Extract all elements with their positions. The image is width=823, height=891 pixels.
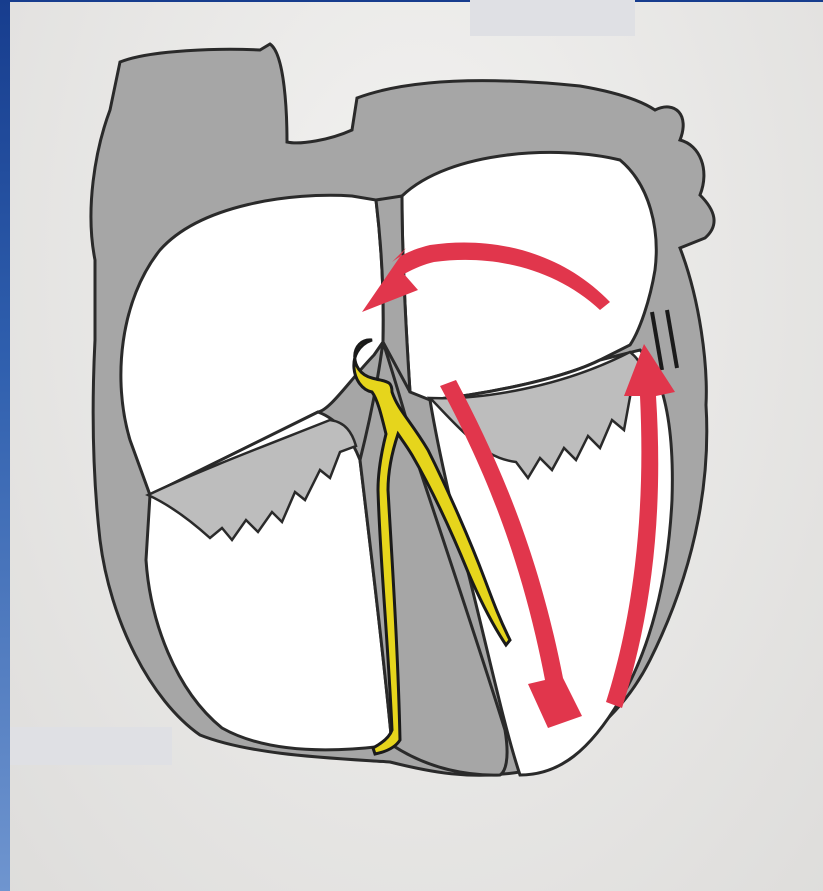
- redaction-box-bottom: [10, 727, 172, 765]
- redaction-box-top: [470, 0, 635, 36]
